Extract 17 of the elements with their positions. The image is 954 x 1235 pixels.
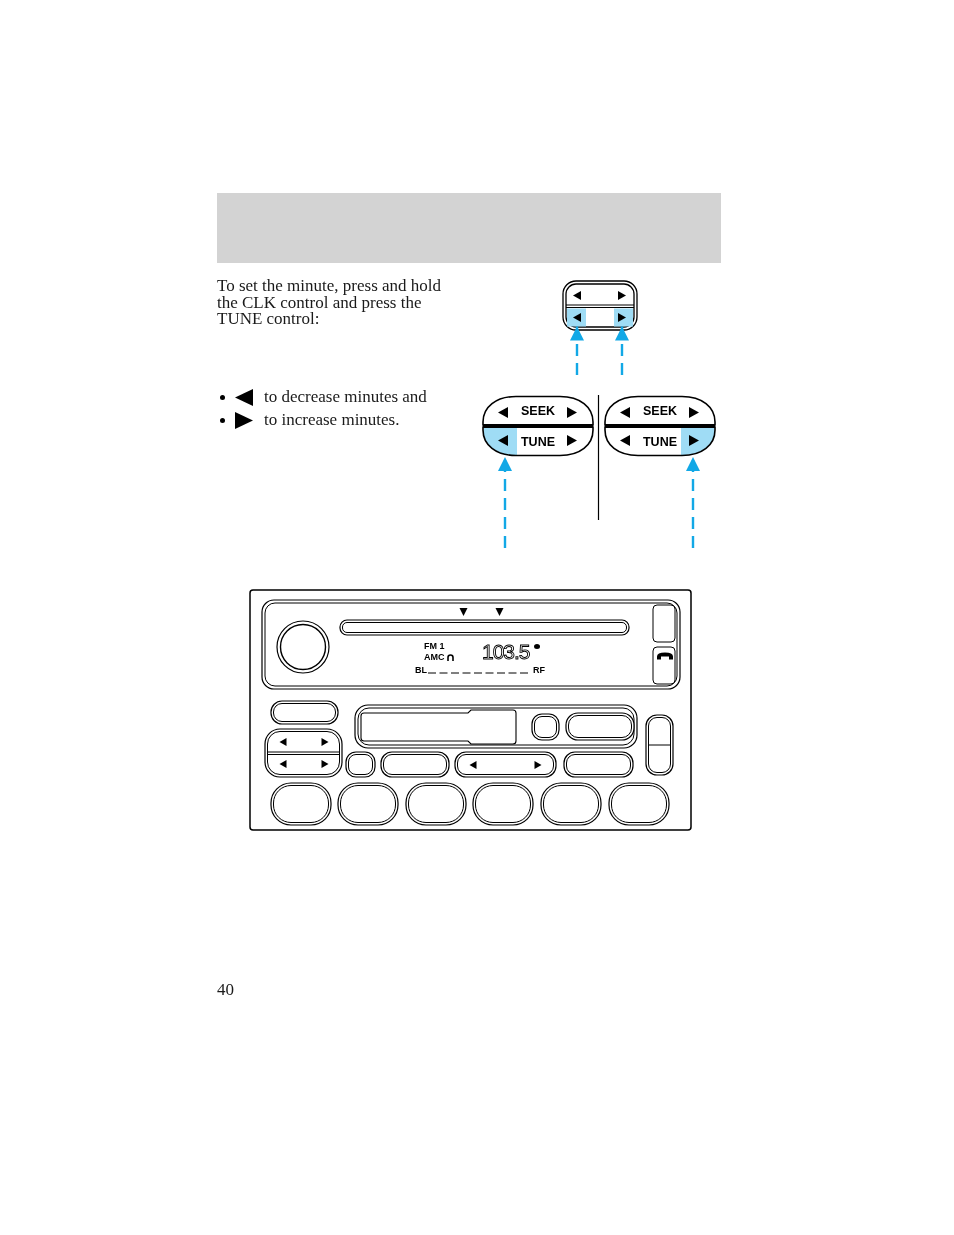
instruction-text: To set the minute, press and hold the CLK control and press the TUNE control: — [217, 278, 443, 328]
dashed-arrow — [570, 326, 584, 375]
page-number: 40 — [217, 982, 234, 999]
tune-button: TUNE — [482, 426, 594, 457]
scale-end-label: BL — [415, 665, 427, 675]
bullet-text: to increase minutes. — [264, 412, 400, 429]
seek-button: SEEK — [604, 395, 716, 426]
tune-button: TUNE — [604, 426, 716, 457]
scale-end-label: RF — [533, 665, 545, 675]
seek-button: SEEK — [482, 395, 594, 426]
dashed-arrow — [615, 326, 629, 375]
dashed-arrow — [498, 457, 512, 548]
frequency-readout: 103.5 — [482, 641, 530, 662]
bullet-text: to decrease minutes and — [264, 389, 427, 406]
mode-readout: AMC — [424, 652, 445, 662]
dashed-arrow — [686, 457, 700, 548]
band-readout: FM 1 — [424, 641, 445, 651]
